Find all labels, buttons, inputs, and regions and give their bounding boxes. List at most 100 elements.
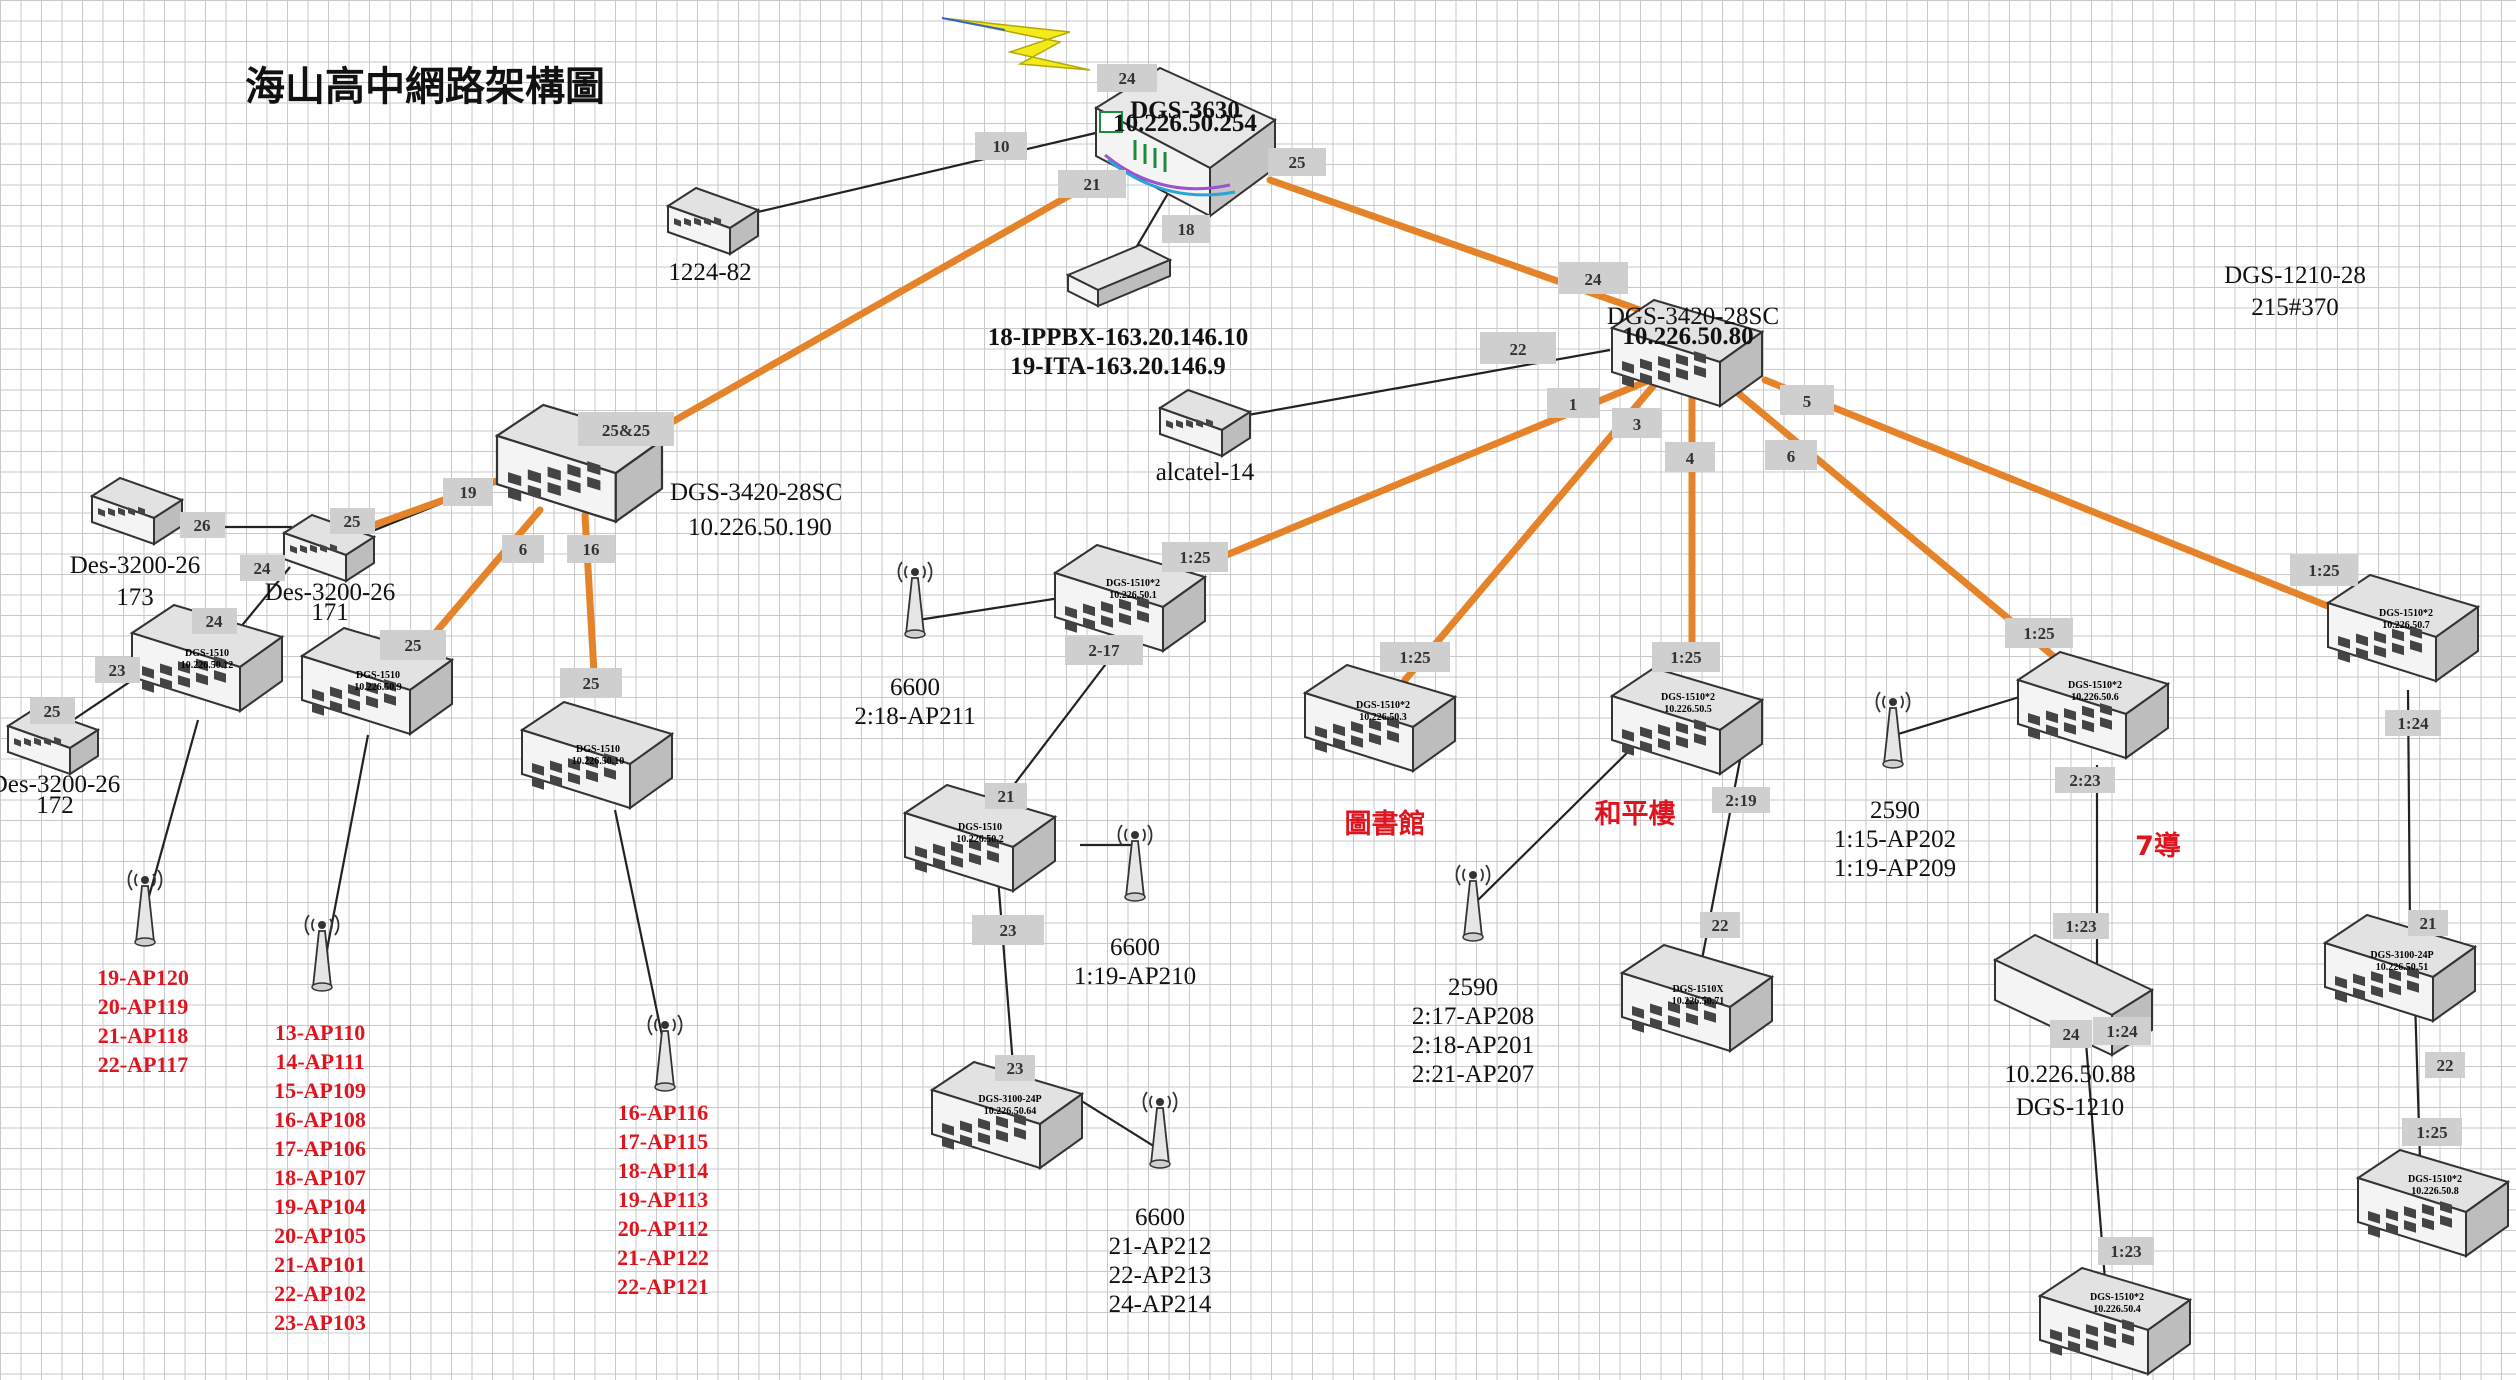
svg-text:2:23: 2:23 bbox=[2069, 771, 2100, 790]
port-tag: 1:24 bbox=[2093, 1017, 2151, 1045]
antenna-icon bbox=[304, 914, 340, 992]
switch-50-10: DGS-1510 10.226.50.10 bbox=[521, 701, 673, 809]
port-tag: 1:25 bbox=[1652, 642, 1720, 672]
switch-50-1: DGS-1510*2 10.226.50.1 bbox=[1054, 544, 1206, 652]
svg-text:1:23: 1:23 bbox=[2110, 1242, 2141, 1261]
s64-model: DGS-3100-24P bbox=[978, 1094, 1041, 1105]
ap-label-line: 21-AP122 bbox=[617, 1245, 709, 1270]
svg-text:22: 22 bbox=[2437, 1056, 2454, 1075]
link-dsl-s9 bbox=[421, 506, 544, 649]
svg-text:16: 16 bbox=[583, 540, 600, 559]
svg-text:25: 25 bbox=[1289, 153, 1306, 172]
dgs1210-28-label: DGS-1210-28 215#370 bbox=[2224, 262, 2366, 321]
svg-text:DGS-1210-28: DGS-1210-28 bbox=[2224, 262, 2366, 289]
s8-ip: 10.226.50.8 bbox=[2411, 1186, 2459, 1197]
port-tag: 21 bbox=[985, 783, 1027, 809]
ap-label-line: 17-AP115 bbox=[618, 1129, 708, 1154]
svg-text:19: 19 bbox=[460, 483, 477, 502]
port-tag: 21 bbox=[2408, 910, 2448, 936]
port-tag: 25 bbox=[380, 630, 446, 660]
s10-model: DGS-1510 bbox=[576, 744, 620, 755]
des171-model: Des-3200-26 bbox=[265, 579, 396, 606]
svg-text:21: 21 bbox=[1084, 175, 1101, 194]
port-tag: 24 bbox=[1097, 64, 1157, 92]
switch-des3200-171: Des-3200-26 171 bbox=[265, 514, 396, 626]
s2-model: DGS-1510 bbox=[958, 822, 1002, 833]
svg-text:24: 24 bbox=[1119, 69, 1137, 88]
ap-label-line: 19-AP104 bbox=[274, 1194, 366, 1219]
ap-label-line: 1:19-AP210 bbox=[1074, 963, 1196, 990]
switch-dgs3420-left: DGS-3420-28SC 10.226.50.190 bbox=[495, 403, 842, 541]
s4-model: DGS-1510*2 bbox=[2090, 1292, 2144, 1303]
ap-label-line: 1:15-AP202 bbox=[1834, 826, 1956, 853]
svg-text:1: 1 bbox=[1569, 395, 1578, 414]
ap-label-line: 6600 bbox=[890, 674, 940, 701]
port-tag: 19 bbox=[443, 478, 493, 506]
page-title: 海山高中網路架構圖 bbox=[245, 64, 605, 110]
ap-label-line: 19-AP120 bbox=[97, 965, 189, 990]
antenna-icon bbox=[897, 561, 933, 639]
ap-label-line: 21-AP101 bbox=[274, 1252, 366, 1277]
s3-ip: 10.226.50.3 bbox=[1359, 712, 1407, 723]
svg-text:23: 23 bbox=[1000, 921, 1017, 940]
s3-model: DGS-1510*2 bbox=[1356, 700, 1410, 711]
des172-model: Des-3200-26 bbox=[0, 771, 120, 798]
link-s6-ap2590b bbox=[1894, 693, 2027, 737]
alcatel-label: alcatel-14 bbox=[1156, 459, 1255, 486]
s5-model: DGS-1510*2 bbox=[1661, 692, 1715, 703]
svg-text:25&25: 25&25 bbox=[602, 421, 650, 440]
port-tag: 25 bbox=[30, 698, 75, 724]
svg-text:24: 24 bbox=[2063, 1025, 2081, 1044]
svg-text:18: 18 bbox=[1178, 220, 1195, 239]
ap-label-line: 15-AP109 bbox=[274, 1078, 366, 1103]
port-tag: 4 bbox=[1665, 442, 1715, 472]
ap-label-line: 21-AP118 bbox=[98, 1023, 188, 1048]
link-s12-ap bbox=[146, 719, 200, 901]
switch-50-71: DGS-1510X 10.226.50.71 bbox=[1621, 944, 1773, 1052]
s1-model: DGS-1510*2 bbox=[1106, 578, 1160, 589]
s71-ip: 10.226.50.71 bbox=[1672, 996, 1725, 1007]
ap-label-line: 21-AP212 bbox=[1109, 1233, 1212, 1260]
antenna-icon bbox=[127, 869, 163, 947]
port-tag: 1:25 bbox=[1162, 542, 1228, 572]
des173-id: 173 bbox=[116, 584, 154, 611]
ippbx-label-1: 18-IPPBX-163.20.146.10 bbox=[988, 324, 1248, 351]
port-tag: 1:23 bbox=[2098, 1237, 2154, 1265]
port-tag: 22 bbox=[1700, 912, 1740, 938]
link-s1-s2 bbox=[1009, 647, 1119, 791]
core-router-model: DGS-3630 bbox=[1130, 97, 1240, 124]
link-s10-ap bbox=[613, 809, 667, 1051]
ap-label-line: 18-AP114 bbox=[618, 1158, 708, 1183]
s9-ip: 10.226.50.9 bbox=[354, 682, 402, 693]
port-tag: 23 bbox=[95, 657, 140, 683]
s7-ip: 10.226.50.7 bbox=[2382, 620, 2430, 631]
svg-text:24: 24 bbox=[254, 559, 272, 578]
svg-text:24: 24 bbox=[1585, 270, 1603, 289]
switch-50-8: DGS-1510*2 10.226.50.8 bbox=[2357, 1149, 2509, 1257]
ippbx-label-2: 19-ITA-163.20.146.9 bbox=[1010, 353, 1226, 380]
port-tag: 22 bbox=[2425, 1052, 2465, 1078]
ap-label-line: 22-AP121 bbox=[617, 1274, 709, 1299]
s6-ip: 10.226.50.6 bbox=[2071, 692, 2119, 703]
switch-alcatel: alcatel-14 bbox=[1156, 389, 1255, 486]
dgs3420-right-ip: 10.226.50.80 bbox=[1622, 323, 1753, 350]
port-tag: 3 bbox=[1612, 408, 1662, 438]
ap-label-line: 23-AP103 bbox=[274, 1310, 366, 1335]
ap-label-line: 19-AP113 bbox=[618, 1187, 708, 1212]
s71-model: DGS-1510X bbox=[1672, 984, 1724, 995]
svg-text:6: 6 bbox=[1787, 447, 1796, 466]
switch-50-12: DGS-1510 10.226.50.12 bbox=[131, 604, 283, 712]
svg-text:2-17: 2-17 bbox=[1088, 641, 1120, 660]
switch-50-7: DGS-1510*2 10.226.50.7 bbox=[2327, 574, 2479, 682]
s10-ip: 10.226.50.10 bbox=[572, 756, 625, 767]
switch-50-64: DGS-3100-24P 10.226.50.64 bbox=[931, 1061, 1083, 1169]
port-tag: 23 bbox=[995, 1055, 1035, 1081]
port-tag: 1:23 bbox=[2053, 913, 2109, 939]
switch-1224-label: 1224-82 bbox=[668, 259, 751, 286]
svg-text:21: 21 bbox=[2420, 914, 2437, 933]
ap-list-2: 13-AP11014-AP11115-AP10916-AP10817-AP106… bbox=[274, 1020, 366, 1335]
